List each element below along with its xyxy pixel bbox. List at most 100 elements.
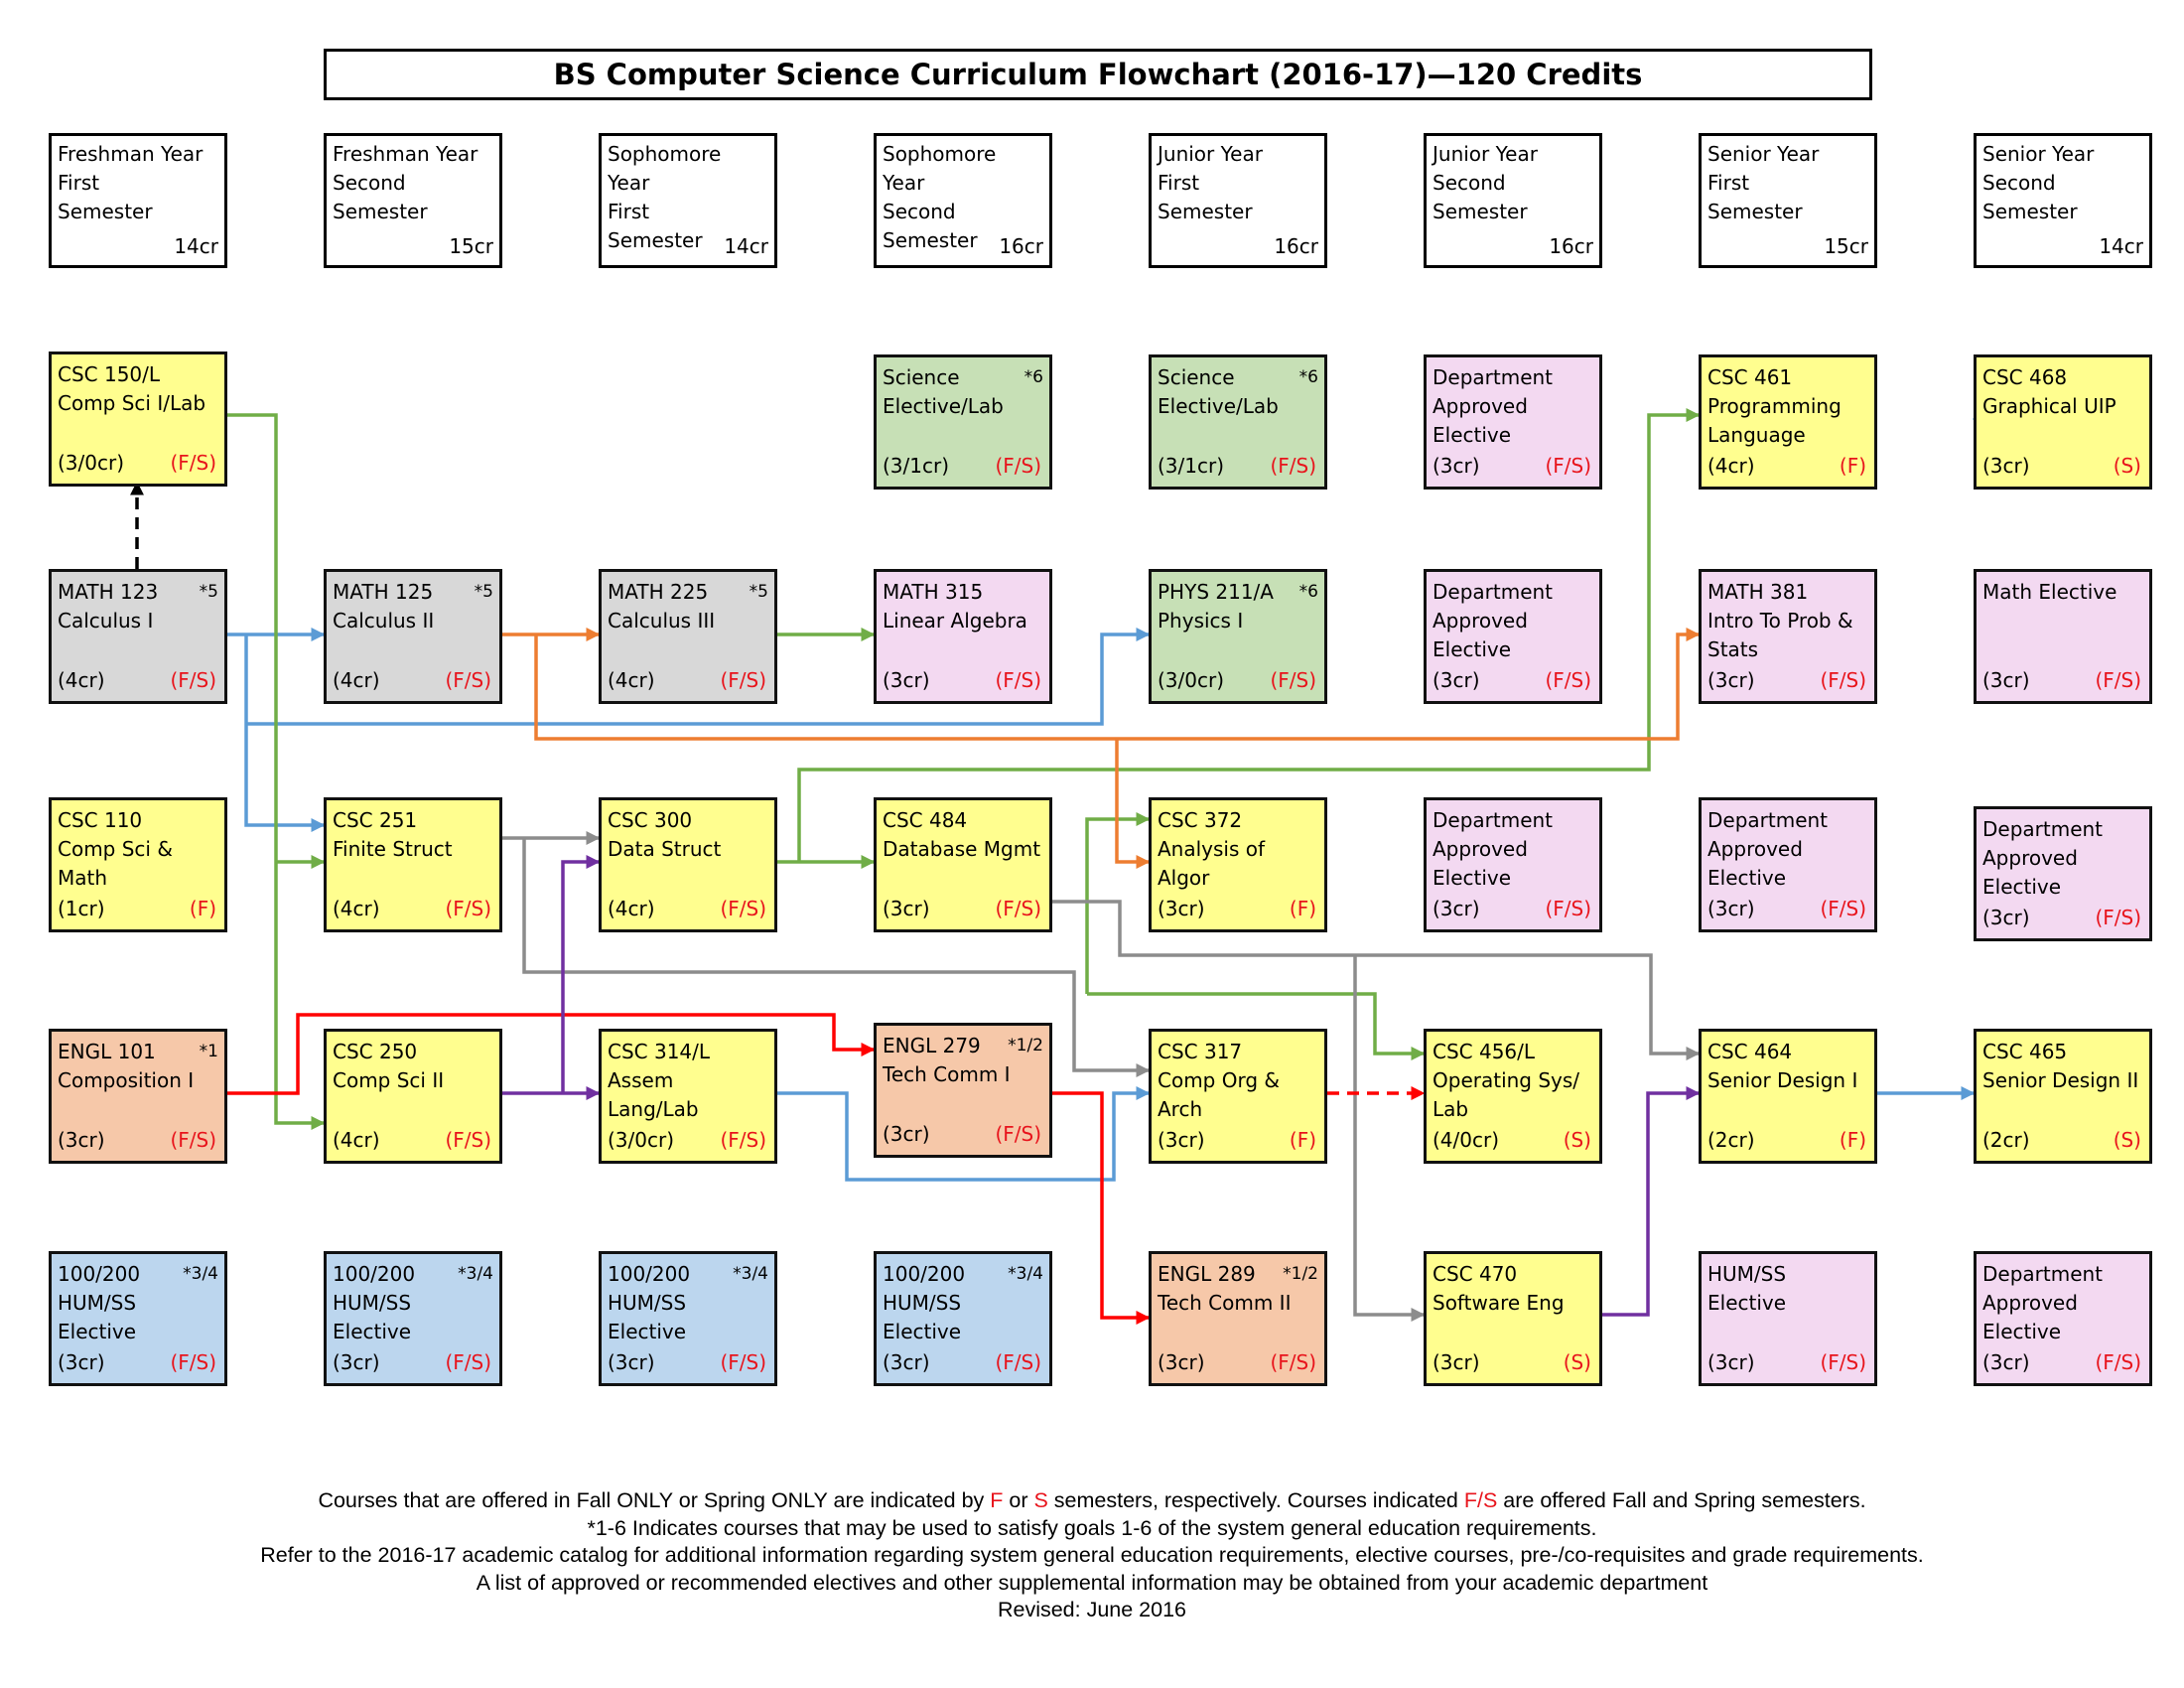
course-title: MATH 123 Calculus I	[58, 580, 159, 633]
course-title: CSC 251 Finite Struct	[333, 808, 453, 861]
prereq-arrow-csc300-csc461	[797, 408, 1701, 862]
course-credits: (1cr)	[58, 897, 105, 920]
course-credits: (3cr)	[883, 1350, 930, 1374]
gen-ed-marker: *6	[1298, 582, 1318, 602]
course-credits: (4cr)	[333, 1128, 380, 1152]
course-phys211: PHYS 211/A Physics I*6(3/0cr)(F/S)	[1149, 569, 1327, 704]
course-title: Science Elective/Lab	[1158, 365, 1279, 418]
semester-credits: 14cr	[724, 234, 768, 258]
course-csc465: CSC 465 Senior Design II(2cr)(S)	[1974, 1029, 2152, 1164]
course-math125: MATH 125 Calculus II*5(4cr)(F/S)	[324, 569, 502, 704]
course-math381: MATH 381 Intro To Prob & Stats(3cr)(F/S)	[1699, 569, 1877, 704]
course-title: Department Approved Elective	[1433, 580, 1554, 661]
course-title: ENGL 279 Tech Comm I	[883, 1034, 1011, 1086]
note-fall-spring-marker: F/S	[1463, 1488, 1498, 1512]
course-csc461: CSC 461 Programming Language(4cr)(F)	[1699, 354, 1877, 490]
course-csc300: CSC 300 Data Struct(4cr)(F/S)	[599, 797, 777, 932]
course-credits: (3/1cr)	[883, 454, 950, 478]
course-offering: (F/S)	[1270, 668, 1316, 692]
course-credits: (4cr)	[58, 668, 105, 692]
course-csc250: CSC 250 Comp Sci II (4cr) (F/S)	[324, 1029, 502, 1164]
note-text: or	[1003, 1488, 1034, 1512]
course-title: Department Approved Elective	[1433, 365, 1554, 447]
course-credits: (3cr)	[1707, 1350, 1755, 1374]
prereq-arrow-math123-phys211	[246, 628, 1151, 726]
prereq-arrow-engl279-engl289	[1052, 1091, 1151, 1325]
course-hum-ss-elective: 100/200 HUM/SS Elective*3/4(3cr)(F/S)	[49, 1251, 227, 1386]
course-title: CSC 150/L Comp Sci I/Lab	[58, 362, 206, 415]
course-dept-elective: Department Approved Elective(3cr)(F/S)	[1974, 806, 2152, 941]
note-fall-marker: F	[990, 1488, 1004, 1512]
course-credits: (4cr)	[608, 668, 655, 692]
course-offering: (S)	[1563, 1128, 1591, 1152]
note-text: semesters, respectively. Courses indicat…	[1047, 1488, 1464, 1512]
course-offering: (F/S)	[720, 1128, 766, 1152]
prereq-arrow-csc250-csc300	[561, 855, 601, 1093]
gen-ed-marker: *3/4	[458, 1264, 493, 1284]
semester-label: Junior Year Second Semester	[1433, 142, 1538, 223]
course-offering: (F/S)	[995, 897, 1041, 920]
course-dept-elective: Department Approved Elective(3cr)(F/S)	[1424, 354, 1602, 490]
course-offering: (F/S)	[445, 897, 491, 920]
semester-credits: 16cr	[1549, 234, 1593, 258]
course-offering: (F/S)	[1545, 668, 1591, 692]
course-title: Math Elective	[1982, 580, 2117, 604]
course-offering: (F/S)	[1270, 1350, 1316, 1374]
note-text: Courses that are offered in Fall ONLY or…	[318, 1488, 991, 1512]
semester-label: Junior Year First Semester	[1158, 142, 1263, 223]
course-title: CSC 317 Comp Org & Arch	[1158, 1040, 1280, 1121]
course-credits: (3cr)	[883, 668, 930, 692]
course-title: ENGL 101 Composition I	[58, 1040, 195, 1092]
course-offering: (F/S)	[1820, 1350, 1866, 1374]
course-credits: (3/1cr)	[1158, 454, 1225, 478]
gen-ed-marker: *1/2	[1008, 1036, 1043, 1055]
course-offering: (F)	[1289, 897, 1316, 920]
course-title: MATH 225 Calculus III	[608, 580, 716, 633]
course-offering: (F/S)	[995, 1350, 1041, 1374]
course-credits: (3cr)	[1433, 1350, 1480, 1374]
course-credits: (3cr)	[1982, 906, 2030, 929]
note-spring-marker: S	[1033, 1488, 1048, 1512]
semester-label: Senior Year First Semester	[1707, 142, 1820, 223]
semester-label: Sophomore Year First Semester	[608, 142, 722, 252]
course-offering: (F)	[189, 897, 216, 920]
course-offering: (F/S)	[170, 1350, 216, 1374]
course-offering: (F/S)	[1820, 897, 1866, 920]
gen-ed-marker: *3/4	[733, 1264, 768, 1284]
course-offering: (F/S)	[995, 1122, 1041, 1146]
gen-ed-marker: *5	[749, 582, 768, 602]
course-credits: (3cr)	[608, 1350, 655, 1374]
course-csc456: CSC 456/L Operating Sys/ Lab(4/0cr)(S)	[1424, 1029, 1602, 1164]
prereq-arrow-csc150-csc250	[227, 413, 326, 1130]
course-offering: (F/S)	[445, 1128, 491, 1152]
course-credits: (3cr)	[1707, 897, 1755, 920]
course-offering: (S)	[2113, 454, 2141, 478]
note-offering-legend: Courses that are offered in Fall ONLY or…	[0, 1487, 2184, 1515]
prereq-arrow-to-csc372	[1085, 812, 1151, 994]
course-offering: (F/S)	[170, 1128, 216, 1152]
course-csc484: CSC 484 Database Mgmt(3cr)(F/S)	[874, 797, 1052, 932]
course-dept-elective: Department Approved Elective(3cr)(F/S)	[1974, 1251, 2152, 1386]
course-csc314: CSC 314/L Assem Lang/Lab(3/0cr)(F/S)	[599, 1029, 777, 1164]
footer-notes: Courses that are offered in Fall ONLY or…	[0, 1487, 2184, 1624]
gen-ed-marker: *1	[199, 1042, 218, 1061]
course-credits: (3cr)	[1158, 897, 1205, 920]
course-offering: (F/S)	[1545, 897, 1591, 920]
course-csc372: CSC 372 Analysis of Algor(3cr)(F)	[1149, 797, 1327, 932]
course-offering: (S)	[1563, 1350, 1591, 1374]
course-title: Science Elective/Lab	[883, 365, 1004, 418]
prereq-arrow-math125-math381	[534, 628, 1701, 741]
course-science-elective-1: Science Elective/Lab*6(3/1cr)(F/S)	[874, 354, 1052, 490]
course-engl279: ENGL 279 Tech Comm I*1/2(3cr)(F/S)	[874, 1023, 1052, 1158]
course-title: CSC 250 Comp Sci II	[333, 1040, 445, 1092]
page-title: BS Computer Science Curriculum Flowchart…	[324, 49, 1872, 100]
course-credits: (3cr)	[1158, 1128, 1205, 1152]
course-hum-ss-elective: 100/200 HUM/SS Elective*3/4(3cr)(F/S)	[599, 1251, 777, 1386]
course-credits: (2cr)	[1982, 1128, 2030, 1152]
prereq-arrow-to-csc456	[1087, 992, 1426, 1060]
course-offering: (F/S)	[170, 451, 216, 475]
gen-ed-marker: *3/4	[183, 1264, 218, 1284]
